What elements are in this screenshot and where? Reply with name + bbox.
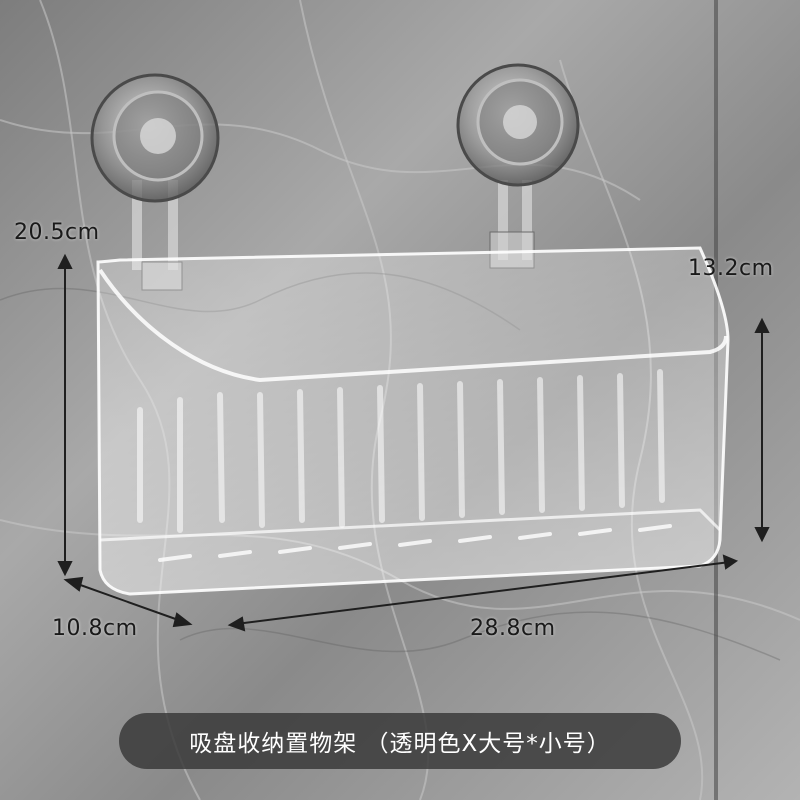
dimension-lines: [57, 253, 770, 632]
width-label: 28.8cm: [470, 616, 556, 641]
basket-drain-slots: [158, 524, 672, 562]
suction-cup-right: [456, 63, 580, 269]
clear-basket: [96, 246, 730, 596]
product-caption: 吸盘收纳置物架 （透明色X大号*小号）: [119, 713, 681, 769]
depth-label: 10.8cm: [52, 616, 138, 641]
basket-height-label: 13.2cm: [688, 256, 774, 281]
height-label: 20.5cm: [14, 220, 100, 245]
suction-cup-left: [90, 73, 220, 291]
